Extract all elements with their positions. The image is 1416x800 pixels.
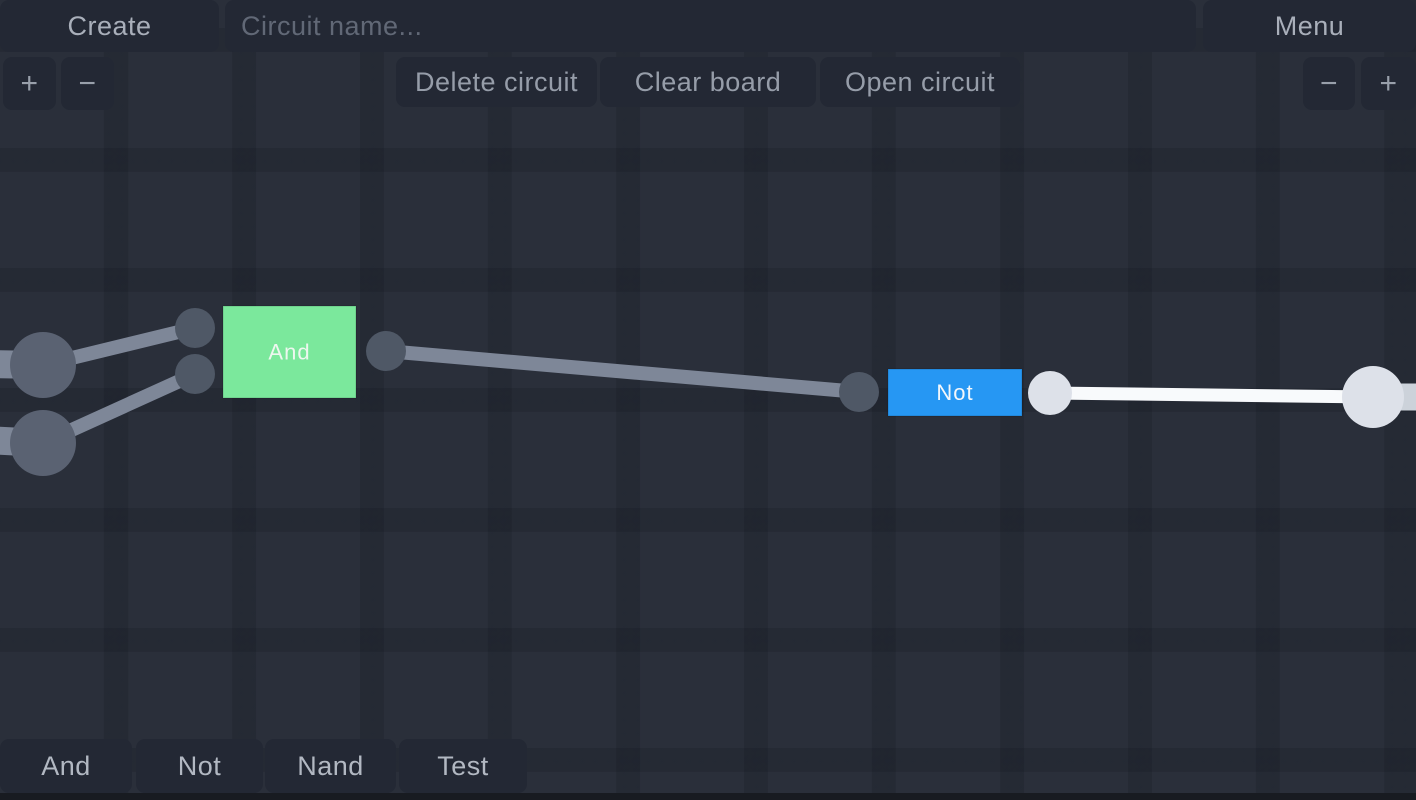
palette-item-not[interactable]: Not [136,739,263,793]
open-circuit-button[interactable]: Open circuit [820,57,1020,107]
and-input-pin-1[interactable] [175,308,215,348]
bottom-edge-strip [0,793,1416,800]
create-button[interactable]: Create [0,0,219,52]
gate-and-body[interactable] [222,305,357,399]
menu-button[interactable]: Menu [1203,0,1416,52]
input-node-2[interactable] [10,410,76,476]
output-node[interactable] [1342,366,1404,428]
wire-and-to-not[interactable] [385,344,860,399]
input-node-1[interactable] [10,332,76,398]
gate-not-body[interactable] [887,368,1023,417]
gate-not[interactable]: Not [887,368,1023,417]
zoom-in-button-right[interactable]: + [1361,57,1416,110]
palette-item-and[interactable]: And [0,739,132,793]
palette-item-nand[interactable]: Nand [265,739,396,793]
and-output-pin[interactable] [366,331,406,371]
not-input-pin[interactable] [839,372,879,412]
wire-not-to-output[interactable] [1049,386,1374,404]
zoom-out-button-left[interactable]: − [61,57,114,110]
circuit-name-input[interactable] [225,0,1196,52]
delete-circuit-button[interactable]: Delete circuit [396,57,597,107]
gate-not-label: Not [936,380,973,405]
clear-board-button[interactable]: Clear board [600,57,816,107]
zoom-in-button-left[interactable]: + [3,57,56,110]
not-output-pin[interactable] [1028,371,1072,415]
palette-item-test[interactable]: Test [399,739,527,793]
zoom-out-button-right[interactable]: − [1303,57,1355,110]
and-input-pin-2[interactable] [175,354,215,394]
gate-and[interactable]: And [222,305,357,399]
gate-and-label: And [268,340,310,365]
